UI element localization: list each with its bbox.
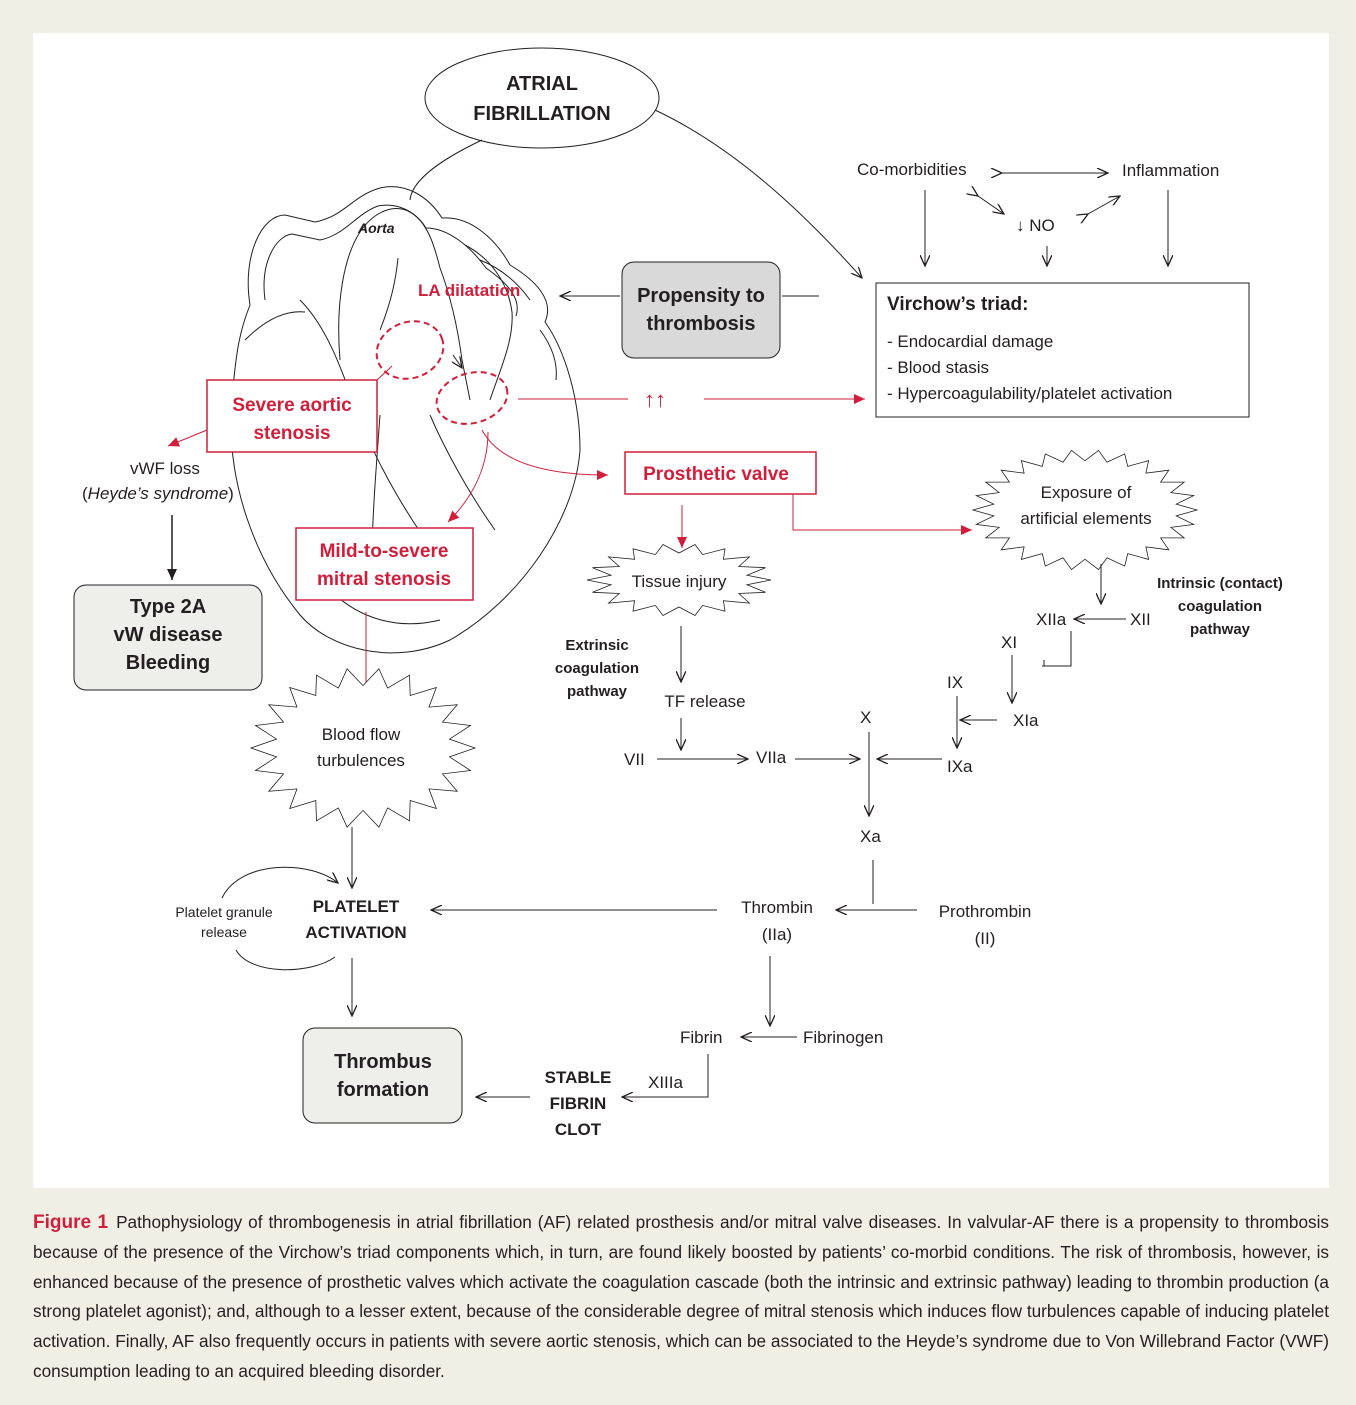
factor-xiiia: XIIIa [648,1073,684,1092]
type2a-line2: vW disease [114,624,223,646]
factor-xia: XIa [1013,711,1039,730]
atrial-fibrillation-line2: FIBRILLATION [473,103,610,125]
intrinsic-line2: coagulation [1178,598,1262,615]
aorta-label: Aorta [357,220,395,236]
fibrinogen-label: Fibrinogen [803,1028,883,1047]
severe-aortic-line2: stenosis [253,423,330,444]
co-morbidities-label: Co-morbidities [857,160,967,179]
propensity-line1: Propensity to [637,285,765,307]
valve-to-mitral-arrow [447,431,489,523]
nitric-oxide-label: ↓ NO [1016,216,1055,235]
aortic-box-connector [376,365,393,381]
virchow-item: - Blood stasis [887,358,989,377]
prothrombin-line1: Prothrombin [939,902,1032,921]
caption-text: Pathophysiology of thrombogenesis in atr… [33,1212,1330,1381]
inflammation-label: Inflammation [1122,161,1219,180]
blood-flow-starburst [249,668,477,828]
type2a-line3: Bleeding [126,652,210,674]
factor-ixa: IXa [947,757,973,776]
granule-release-line2: release [201,924,247,940]
double-up-arrow: ↑↑ [644,387,666,412]
granule-loop-lower [235,949,336,971]
prosthetic-valve-label: Prosthetic valve [643,464,789,485]
heart-illustration [230,186,581,654]
extrinsic-line3: pathway [567,683,628,700]
aortic-valve-highlight [375,320,445,380]
severe-aortic-stenosis-box [206,379,378,453]
thrombus-line1: Thrombus [334,1051,432,1073]
af-to-virchow-arrow [654,109,862,278]
heyde-label: (Heyde’s syndrome) [82,484,234,503]
factor-xii: XII [1130,610,1151,629]
intrinsic-line1: Intrinsic (contact) [1157,575,1283,592]
mitral-valve-highlight [435,371,509,425]
valve-to-prosthetic-arrow [481,429,609,480]
factor-vii: VII [624,750,645,769]
propensity-line2: thrombosis [647,313,756,335]
factor-ix: IX [947,673,963,692]
virchow-item: - Hypercoagulability/platelet activation [887,384,1172,403]
factor-xa: Xa [860,827,881,846]
tf-release-label: TF release [664,692,745,711]
tissue-injury-starburst [586,543,772,617]
comorbidity-no-arrow [978,196,1004,214]
caption-label: Figure 1 [33,1212,109,1233]
inflammation-no-arrow [1088,196,1120,214]
mitral-stenosis-box [295,527,474,601]
heyde-close: ) [228,484,234,503]
blood-flow-line2: turbulences [317,751,405,770]
exposure-line2: artificial elements [1020,509,1151,528]
atrial-fibrillation-ellipse [424,47,660,149]
intrinsic-line3: pathway [1190,621,1251,638]
virchow-triad-box [875,282,1250,418]
fibrin-label: Fibrin [680,1028,723,1047]
type2a-box [73,584,263,691]
virchow-title: Virchow’s triad: [887,294,1028,315]
severe-aortic-line1: Severe aortic [232,395,352,416]
fibrin-to-clot-arrow [622,1054,709,1097]
exposure-starburst [971,449,1199,571]
thrombin-line1: Thrombin [741,898,813,917]
prothrombin-line2: (II) [975,929,996,948]
xiia-connector [1042,631,1072,667]
exposure-line1: Exposure of [1041,483,1132,502]
thrombin-line2: (IIa) [762,925,792,944]
factor-xiia: XIIa [1036,610,1067,629]
tissue-injury-label: Tissue injury [632,572,727,591]
mitral-line1: Mild-to-severe [320,541,449,562]
heart-valve-arrow [453,354,462,368]
stable-clot-line3: CLOT [555,1120,602,1139]
heyde-syndrome: Heyde’s syndrome [88,484,228,503]
granule-loop-upper [221,866,338,899]
prosthetic-to-exposure-arrow [792,494,972,535]
aortic-to-vwf-arrow [167,429,208,447]
stable-clot-line2: FIBRIN [550,1094,607,1113]
factor-x: X [860,708,871,727]
blood-flow-line1: Blood flow [322,725,401,744]
type2a-line1: Type 2A [130,596,206,618]
granule-release-line1: Platelet granule [175,904,273,920]
pathophysiology-diagram: ATRIAL FIBRILLATION Aorta LA dilatation … [73,47,1283,1139]
extrinsic-line2: coagulation [555,660,639,677]
platelet-activation-line1: PLATELET [313,897,400,916]
mitral-line2: mitral stenosis [317,569,451,590]
la-dilatation-label: LA dilatation [418,281,520,300]
vwf-loss-label: vWF loss [130,459,200,478]
virchow-item: - Endocardial damage [887,332,1053,351]
extrinsic-line1: Extrinsic [565,637,628,654]
prosthetic-valve-box [624,451,817,495]
heyde-open: ( [82,484,88,503]
platelet-activation-line2: ACTIVATION [305,923,406,942]
thrombus-line2: formation [337,1079,429,1101]
af-to-heart-line [409,139,483,201]
stable-clot-line1: STABLE [545,1068,612,1087]
factor-xi: XI [1001,633,1017,652]
atrial-fibrillation-line1: ATRIAL [506,73,578,95]
propensity-box [621,261,781,359]
factor-viia: VIIa [756,748,787,767]
thrombus-box [302,1027,463,1124]
